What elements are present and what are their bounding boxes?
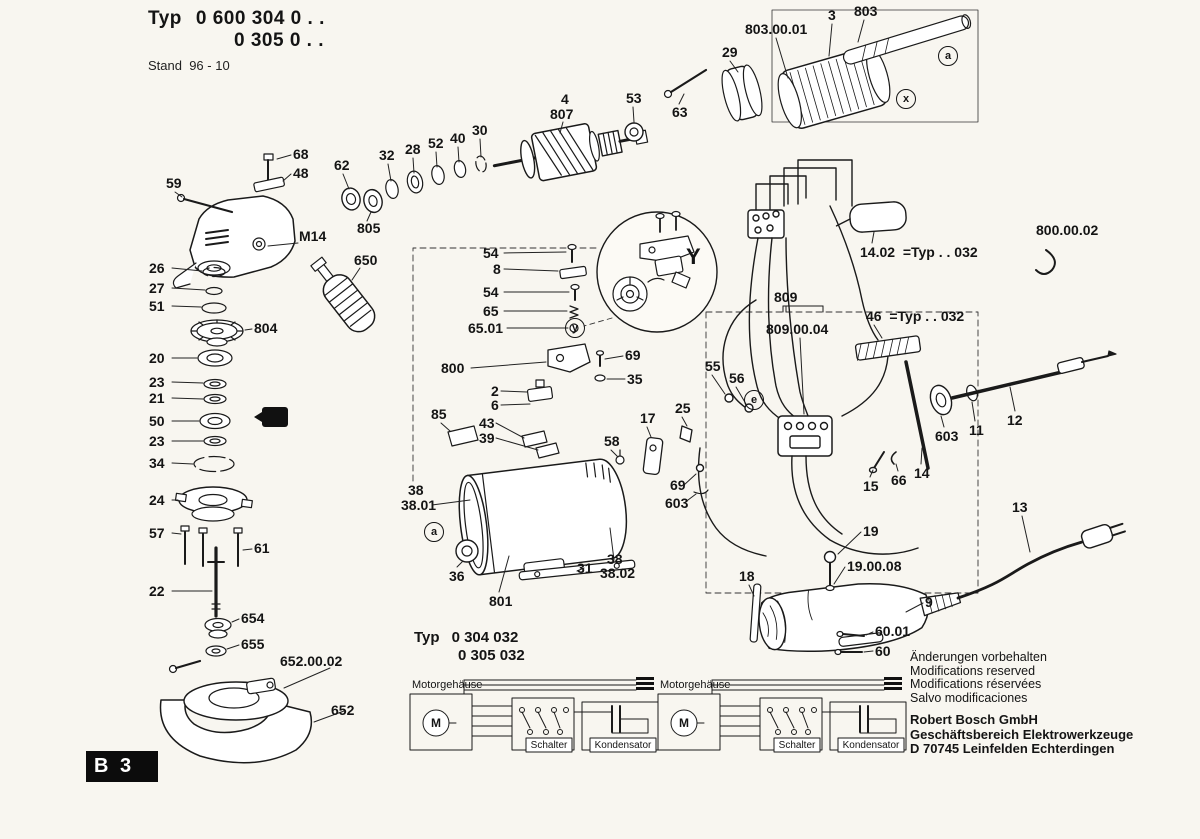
variant-line2: 0 305 032 <box>458 647 525 665</box>
motor-symbol: M <box>431 716 441 730</box>
company-line: Robert Bosch GmbH <box>910 712 1038 727</box>
guard-drawing <box>159 677 313 764</box>
bearing-drawing <box>624 122 644 142</box>
wiring-harness-drawing <box>693 159 930 557</box>
legal-line: Modifications réservées <box>910 677 1042 691</box>
motor-housing-label: Motorgehäuse <box>412 679 482 691</box>
revision-date: Stand 96 - 10 <box>148 58 230 73</box>
cable-hook-drawing <box>1035 249 1056 275</box>
type-number-line1: Typ 0 600 304 0 . . <box>148 8 325 30</box>
wiring-diagram-left: Motorgehäuse M Schalter <box>409 677 659 753</box>
company-address: Robert Bosch GmbH Geschäftsbereich Elekt… <box>910 712 1134 757</box>
type-number-line2: 0 305 0 . . <box>234 30 325 52</box>
spindle-rod-drawing <box>929 350 1117 416</box>
title-block: Typ 0 600 304 0 . . 0 305 0 . . Stand 96 … <box>148 8 325 73</box>
company-line: Geschäftsbereich Elektrowerkzeuge <box>910 726 1134 742</box>
grease-icon <box>254 407 288 427</box>
spindle-stack-drawing <box>168 266 253 674</box>
motor-symbol: M <box>679 716 689 730</box>
detail-view-drawing <box>596 210 718 333</box>
side-handle-drawing <box>310 256 376 333</box>
legal-line: Modifications reserved <box>910 663 1036 678</box>
typ-label: Typ <box>148 8 182 29</box>
switch-lever-parts-drawing <box>447 243 693 476</box>
variant-line1: Typ 0 304 032 <box>414 629 525 647</box>
construction-lines <box>412 9 979 594</box>
shaft-washers-drawing <box>341 155 487 214</box>
armature-drawing <box>492 123 649 182</box>
capacitor-label: Kondensator <box>595 740 652 751</box>
motor-housing-label: Motorgehäuse <box>660 679 730 691</box>
switch-label: Schalter <box>779 740 816 751</box>
gear-head-drawing <box>172 153 296 289</box>
stator-drawing <box>663 14 972 129</box>
sheet-reference: B 3 <box>86 751 158 782</box>
company-line: D 70745 Leinfelden Echterdingen <box>910 741 1115 756</box>
typ-value-2: 0 305 0 . . <box>234 30 325 51</box>
legal-notices: Änderungen vorbehalten Modifications res… <box>910 650 1133 705</box>
wiring-diagram-right: Motorgehäuse M Schalter <box>657 677 907 753</box>
clamp-bar-drawing <box>518 559 636 581</box>
rear-handle-drawing <box>749 522 1126 656</box>
typ-value-1: 0 600 304 0 . . <box>195 8 325 29</box>
legal-line: Salvo modificaciones <box>910 690 1028 705</box>
capacitor-label: Kondensator <box>843 740 900 751</box>
leader-lines <box>171 19 1031 723</box>
legal-line: Änderungen vorbehalten <box>910 650 1047 664</box>
switch-label: Schalter <box>531 740 568 751</box>
variant-value-2: 0 305 032 <box>458 647 525 664</box>
variant-value-1: 0 304 032 <box>451 629 519 646</box>
brush-cap-drawing <box>455 539 479 563</box>
footer-block: Änderungen vorbehalten Modifications res… <box>910 650 1134 757</box>
variant-block: Typ 0 304 032 0 305 032 <box>414 629 525 665</box>
variant-typ-label: Typ <box>414 629 440 646</box>
